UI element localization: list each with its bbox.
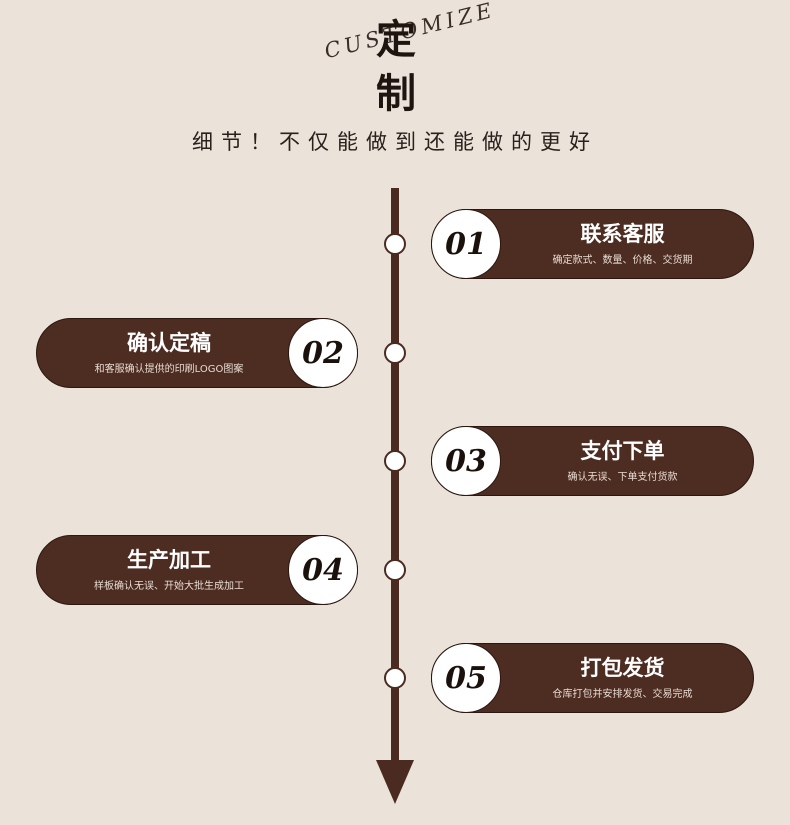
step-title: 打包发货	[580, 655, 665, 680]
step-card-03: 03 支付下单 确认无误、下单支付货款	[431, 426, 754, 496]
timeline-dot	[384, 342, 406, 364]
title-char-2: 制	[376, 70, 416, 117]
step-description: 样板确认无误、开始大批生成加工	[94, 581, 244, 593]
step-title: 生产加工	[127, 547, 211, 572]
step-text: 生产加工 样板确认无误、开始大批生成加工	[51, 536, 287, 604]
step-card-04: 生产加工 样板确认无误、开始大批生成加工 04	[36, 535, 358, 605]
step-title: 支付下单	[580, 438, 665, 463]
timeline-line	[391, 188, 399, 768]
title-char-1: 定	[376, 16, 416, 63]
subtitle: 细节！不仅能做到还能做的更好	[192, 130, 598, 154]
header: CUSTOMIZE 定 制 细节！不仅能做到还能做的更好	[0, 0, 790, 170]
timeline-dot	[384, 559, 406, 581]
step-text: 支付下单 确认无误、下单支付货款	[502, 427, 743, 495]
step-title: 确认定稿	[127, 330, 211, 355]
step-text: 联系客服 确定款式、数量、价格、交货期	[502, 210, 743, 278]
timeline-dot	[384, 667, 406, 689]
step-number: 02	[288, 318, 358, 388]
step-card-01: 01 联系客服 确定款式、数量、价格、交货期	[431, 209, 754, 279]
step-number: 03	[431, 426, 501, 496]
timeline-dot	[384, 450, 406, 472]
step-description: 确认无误、下单支付货款	[567, 472, 678, 484]
step-card-02: 确认定稿 和客服确认提供的印刷LOGO图案 02	[36, 318, 358, 388]
step-number: 05	[431, 643, 501, 713]
step-description: 仓库打包并安排发货、交易完成	[552, 689, 693, 701]
step-text: 确认定稿 和客服确认提供的印刷LOGO图案	[51, 319, 287, 387]
step-title: 联系客服	[580, 221, 665, 246]
step-description: 和客服确认提供的印刷LOGO图案	[94, 364, 244, 376]
timeline-arrow-icon	[376, 760, 414, 804]
step-description: 确定款式、数量、价格、交货期	[552, 255, 693, 267]
timeline-dot	[384, 233, 406, 255]
step-card-05: 05 打包发货 仓库打包并安排发货、交易完成	[431, 643, 754, 713]
step-number: 04	[288, 535, 358, 605]
step-text: 打包发货 仓库打包并安排发货、交易完成	[502, 644, 743, 712]
step-number: 01	[431, 209, 501, 279]
